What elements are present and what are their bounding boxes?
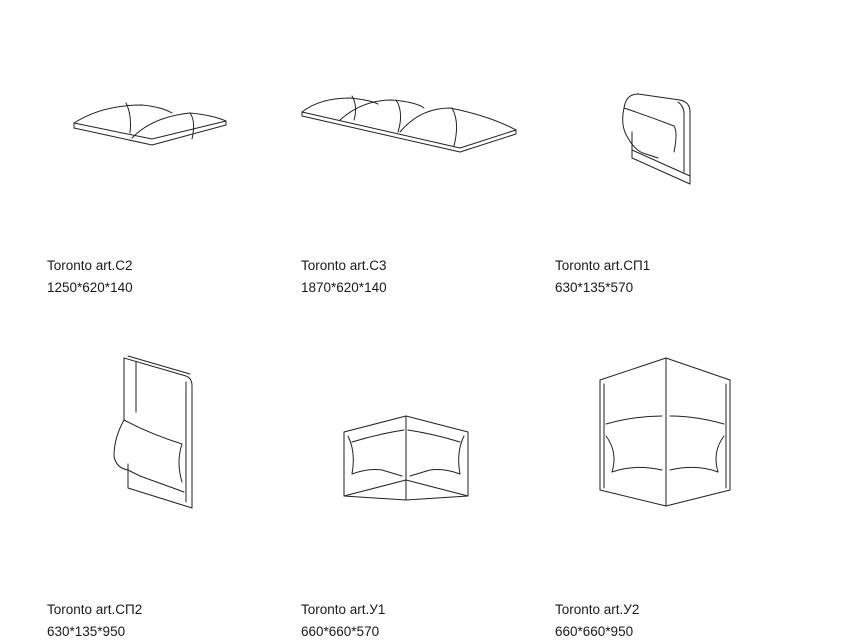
back-panel-high-image[interactable] — [106, 352, 198, 512]
product-name[interactable]: Toronto art.C2 — [47, 258, 133, 273]
product-name[interactable]: Toronto art.СП2 — [47, 602, 143, 617]
product-name[interactable]: Toronto art.C3 — [301, 258, 387, 273]
product-name[interactable]: Toronto art.СП1 — [555, 258, 651, 273]
product-dimensions: 1870*620*140 — [301, 280, 387, 295]
three-seat-cushion-image[interactable] — [300, 90, 520, 154]
product-name[interactable]: Toronto art.У1 — [301, 602, 386, 617]
product-dimensions: 630*135*950 — [47, 624, 126, 639]
two-seat-cushion-image[interactable] — [72, 95, 232, 155]
product-name[interactable]: Toronto art.У2 — [555, 602, 640, 617]
product-dimensions: 1250*620*140 — [47, 280, 133, 295]
product-dimensions: 660*660*950 — [555, 624, 634, 639]
product-dimensions: 630*135*570 — [555, 280, 634, 295]
corner-panel-high-image[interactable] — [594, 354, 734, 510]
back-panel-low-image[interactable] — [618, 92, 700, 188]
corner-panel-low-image[interactable] — [338, 412, 474, 504]
product-dimensions: 660*660*570 — [301, 624, 380, 639]
